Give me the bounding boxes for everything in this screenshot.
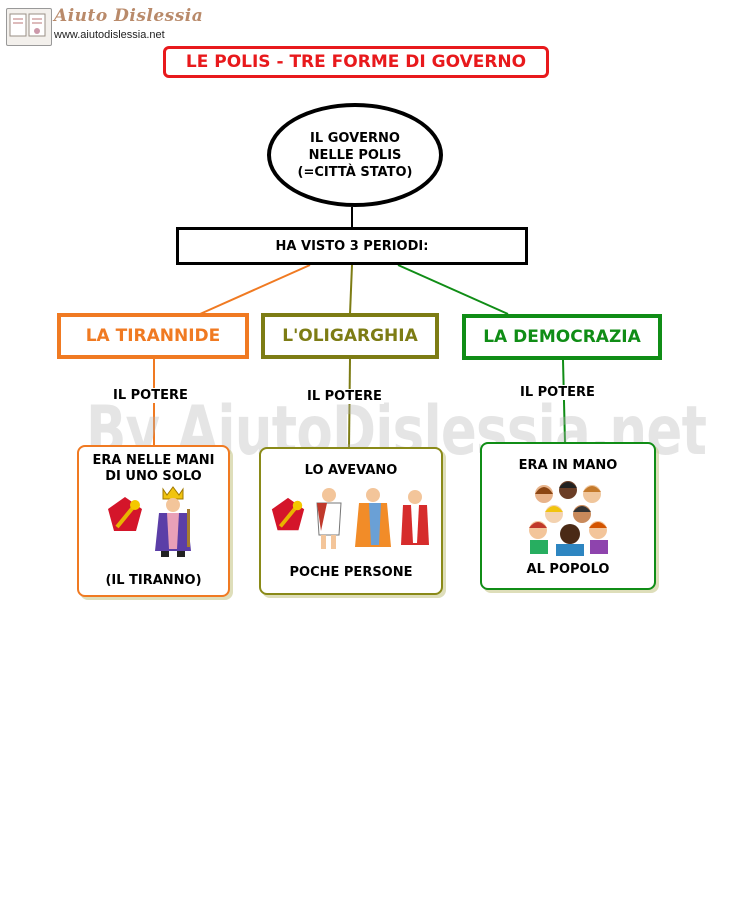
card-oligarchia-line-1: LO AVEVANO <box>304 463 398 478</box>
connector-label-democrazia: IL POTERE <box>518 385 597 400</box>
root-node: IL GOVERNO NELLE POLIS (=CITTÀ STATO) <box>267 103 443 207</box>
card-democrazia-bottom: AL POPOLO <box>526 562 610 577</box>
roman-citizens-icon <box>316 488 429 549</box>
periods-node: HA VISTO 3 PERIODI: <box>176 227 528 265</box>
card-tirannide-line-2: DI UNO SOLO <box>105 469 202 484</box>
category-democrazia: LA DEMOCRAZIA <box>462 314 662 360</box>
site-logo-icon <box>6 8 52 46</box>
card-democrazia: ERA IN MANO AL POPOLO <box>480 442 656 590</box>
logo-title: Aiuto Dislessia <box>54 6 204 26</box>
power-pentagon-icon <box>108 497 142 531</box>
category-tirannide: LA TIRANNIDE <box>57 313 249 359</box>
root-line-2: NELLE POLIS <box>308 147 402 163</box>
power-pentagon-icon <box>271 497 305 531</box>
connector-label-oligarchia: IL POTERE <box>305 389 384 404</box>
root-line-1: IL GOVERNO <box>310 130 400 146</box>
card-tirannide-line-1: ERA NELLE MANI <box>92 453 215 468</box>
card-democrazia-line-1: ERA IN MANO <box>518 458 618 473</box>
card-oligarchia: LO AVEVANO POCHE PERSONE <box>259 447 443 595</box>
king-icon <box>155 486 191 557</box>
card-tirannide: ERA NELLE MANI DI UNO SOLO (IL TIRANNO) <box>77 445 230 597</box>
page-title: LE POLIS - TRE FORME DI GOVERNO <box>163 46 549 78</box>
crowd-icon <box>529 481 608 556</box>
root-line-3: (=CITTÀ STATO) <box>297 164 413 180</box>
connector-label-tirannide: IL POTERE <box>111 388 190 403</box>
card-tirannide-bottom: (IL TIRANNO) <box>105 573 202 588</box>
category-oligarchia: L'OLIGARGHIA <box>261 313 439 359</box>
card-oligarchia-bottom: POCHE PERSONE <box>289 565 413 580</box>
logo-url: www.aiutodislessia.net <box>54 29 165 41</box>
